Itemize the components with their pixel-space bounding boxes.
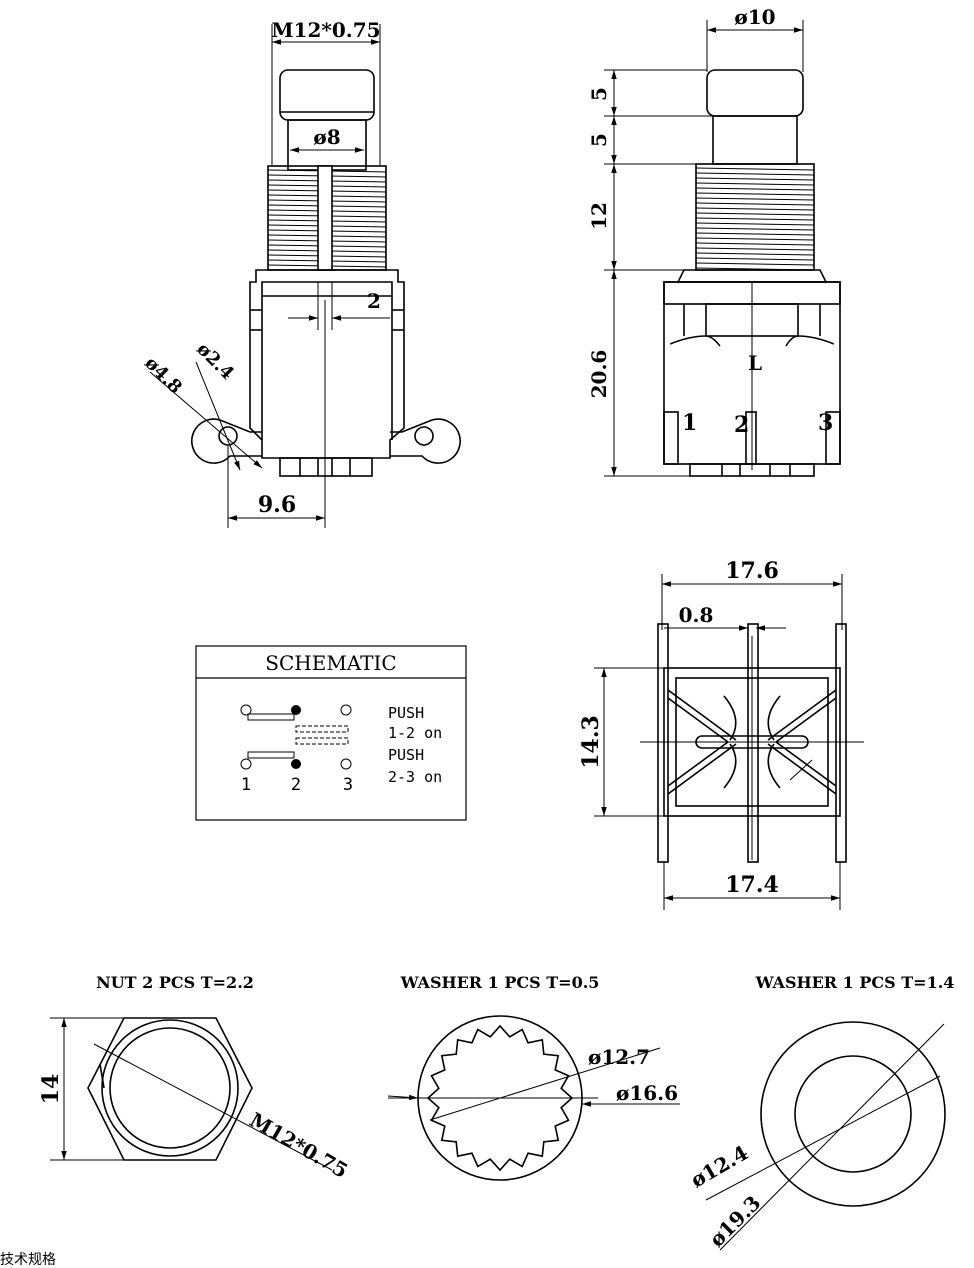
body-height-label: 20.6 xyxy=(587,350,611,399)
footer-note: 技术规格 xyxy=(0,1252,56,1268)
hole-inner-dia-label: ø2.4 xyxy=(192,339,237,384)
top-width-label: 17.6 xyxy=(725,558,779,584)
terminal-3-label: 3 xyxy=(343,775,353,795)
hole-outer-dia-label: ø4.8 xyxy=(140,353,185,398)
front-view: M12*0.75 ø8 2 xyxy=(140,18,461,528)
pin-1-label: 1 xyxy=(682,410,697,436)
hole-offset-label: 9.6 xyxy=(258,492,296,518)
pin-2-label: 2 xyxy=(734,412,749,438)
cap-height-label: 5 xyxy=(587,87,611,101)
washer-1-inner-label: ø12.7 xyxy=(588,1045,650,1069)
body-depth-label: 14.3 xyxy=(578,715,604,769)
thread-dim-label: M12*0.75 xyxy=(271,18,380,42)
terminal-2-label: 2 xyxy=(291,775,301,795)
nut-width-label: 14 xyxy=(38,1074,64,1105)
bottom-width-label: 17.4 xyxy=(725,872,779,898)
cap-dia-label: ø10 xyxy=(734,5,775,29)
nut-part: NUT 2 PCS T=2.2 14 M12*0.75 xyxy=(38,973,352,1183)
pin-3-label: 3 xyxy=(818,410,833,436)
terminal-1-label: 1 xyxy=(241,775,251,795)
washer-2-title: WASHER 1 PCS T=1.4 xyxy=(755,973,955,992)
bottom-view: 17.6 0.8 14.3 17.4 xyxy=(578,558,864,910)
washer-1-outer-label: ø16.6 xyxy=(616,1081,678,1105)
state-1-label: 1-2 on xyxy=(388,724,442,742)
washer-2-inner-label: ø12.4 xyxy=(687,1140,753,1192)
washer-1-part: WASHER 1 PCS T=0.5 ø12.7 ø16.6 xyxy=(387,973,680,1181)
washer-1-title: WASHER 1 PCS T=0.5 xyxy=(400,973,600,992)
nut-title: NUT 2 PCS T=2.2 xyxy=(96,973,254,992)
state-2-label: 2-3 on xyxy=(388,768,442,786)
shaft-dia-label: ø8 xyxy=(313,125,340,149)
shaft-height-label: 5 xyxy=(587,133,611,147)
schematic-box: SCHEMATIC 1 2 3 PUSH 1-2 on PUSH 2-3 on xyxy=(195,645,467,821)
lever-label: L xyxy=(748,351,762,375)
washer-2-part: WASHER 1 PCS T=1.4 ø12.4 ø19.3 xyxy=(687,973,955,1252)
push-label-2: PUSH xyxy=(388,746,424,764)
nut-thread-label: M12*0.75 xyxy=(246,1108,353,1183)
side-view: ø10 L 1 2 3 xyxy=(587,5,841,477)
washer-2-outer-label: ø19.3 xyxy=(705,1191,766,1252)
thread-height-label: 12 xyxy=(587,202,611,230)
push-label-1: PUSH xyxy=(388,704,424,722)
slot-width-label: 2 xyxy=(367,289,381,313)
pin-width-label: 0.8 xyxy=(679,603,714,627)
schematic-title: SCHEMATIC xyxy=(265,651,396,675)
